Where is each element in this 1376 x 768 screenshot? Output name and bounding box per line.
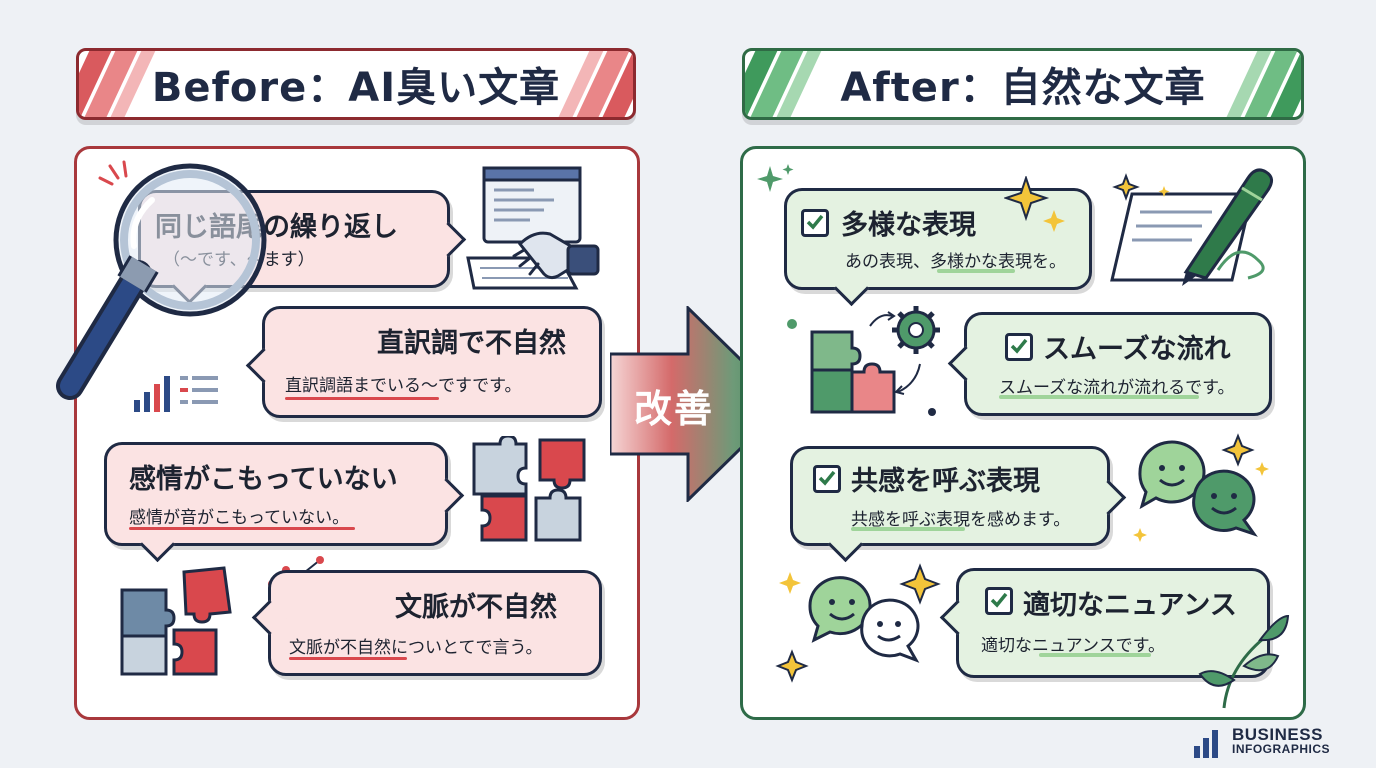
before-header-banner: Before：AI臭い文章 xyxy=(76,48,636,120)
after-item-detail: 共感を呼ぶ表現を感めます。 xyxy=(851,510,1071,530)
after-item-nuance: 適切なニュアンス 適切なニュアンスです。 xyxy=(939,568,1270,678)
before-item-title: 文脈が不自然 xyxy=(395,592,557,623)
after-item-detail: あの表現、多様かな表現を。 xyxy=(845,252,1066,272)
after-item-flow: スムーズな流れ スムーズな流れが流れるです。 xyxy=(947,312,1272,416)
after-item-detail: スムーズな流れが流れるです。 xyxy=(999,378,1235,398)
before-item-title: 感情がこもっていない xyxy=(129,464,398,495)
happy-chat-icon xyxy=(775,563,941,683)
magnifying-glass-icon xyxy=(56,163,267,400)
before-item-detail: 直訳調語までいる〜ですです。 xyxy=(285,376,522,396)
happy-chat-icon xyxy=(1133,433,1269,542)
puzzle-gear-icon xyxy=(787,306,940,416)
puzzle-pieces-icon xyxy=(120,566,232,676)
bar-chart-icon xyxy=(134,376,218,412)
before-item-emotion: 感情がこもっていない 感情が音がこもっていない。 xyxy=(104,442,465,563)
brand-logo: BUSINESS INFOGRAPHICS xyxy=(1192,726,1330,758)
before-item-detail: 文脈が不自然についとてで言う。 xyxy=(289,638,543,658)
before-header-title: Before：AI臭い文章 xyxy=(151,65,561,111)
checkbox-icon xyxy=(801,209,829,237)
after-header-banner: After：自然な文章 xyxy=(742,48,1304,120)
before-item-title: 直訳調で不自然 xyxy=(377,328,566,359)
before-item-context: 文脈が不自然 文脈が不自然についとてで言う。 xyxy=(251,570,602,676)
improvement-arrow xyxy=(610,306,789,502)
before-item-detail: 感情が音がこもっていない。 xyxy=(129,508,350,528)
before-item-literal: 直訳調で不自然 直訳調語までいる〜ですです。 xyxy=(245,306,602,418)
sparkle-icon xyxy=(1004,176,1065,232)
checkbox-icon xyxy=(813,465,841,493)
bar-chart-logo-icon xyxy=(1194,730,1218,758)
checkbox-icon xyxy=(985,587,1013,615)
leaf-plant-icon xyxy=(1198,614,1290,709)
brand-tagline: INFOGRAPHICS xyxy=(1232,742,1331,756)
after-item-title: 適切なニュアンス xyxy=(1023,590,1237,621)
after-item-title: 多様な表現 xyxy=(841,210,976,241)
pen-writing-icon xyxy=(1110,168,1273,286)
improvement-label: 改善 xyxy=(634,387,715,431)
puzzle-pieces-icon xyxy=(472,436,586,542)
brand-name: BUSINESS xyxy=(1232,725,1323,744)
after-item-variety: 多様な表現 あの表現、多様かな表現を。 xyxy=(784,188,1092,307)
alert-marks-icon xyxy=(98,160,128,186)
after-header-title: After：自然な文章 xyxy=(840,65,1206,111)
after-item-title: スムーズな流れ xyxy=(1043,334,1231,365)
after-item-empathy: 共感を呼ぶ表現 共感を呼ぶ表現を感めます。 xyxy=(790,446,1127,563)
robot-typing-icon xyxy=(466,166,600,290)
after-item-detail: 適切なニュアンスです。 xyxy=(981,636,1165,656)
after-item-title: 共感を呼ぶ表現 xyxy=(851,466,1040,497)
checkbox-icon xyxy=(1005,333,1033,361)
sparkle-icon xyxy=(757,164,794,192)
